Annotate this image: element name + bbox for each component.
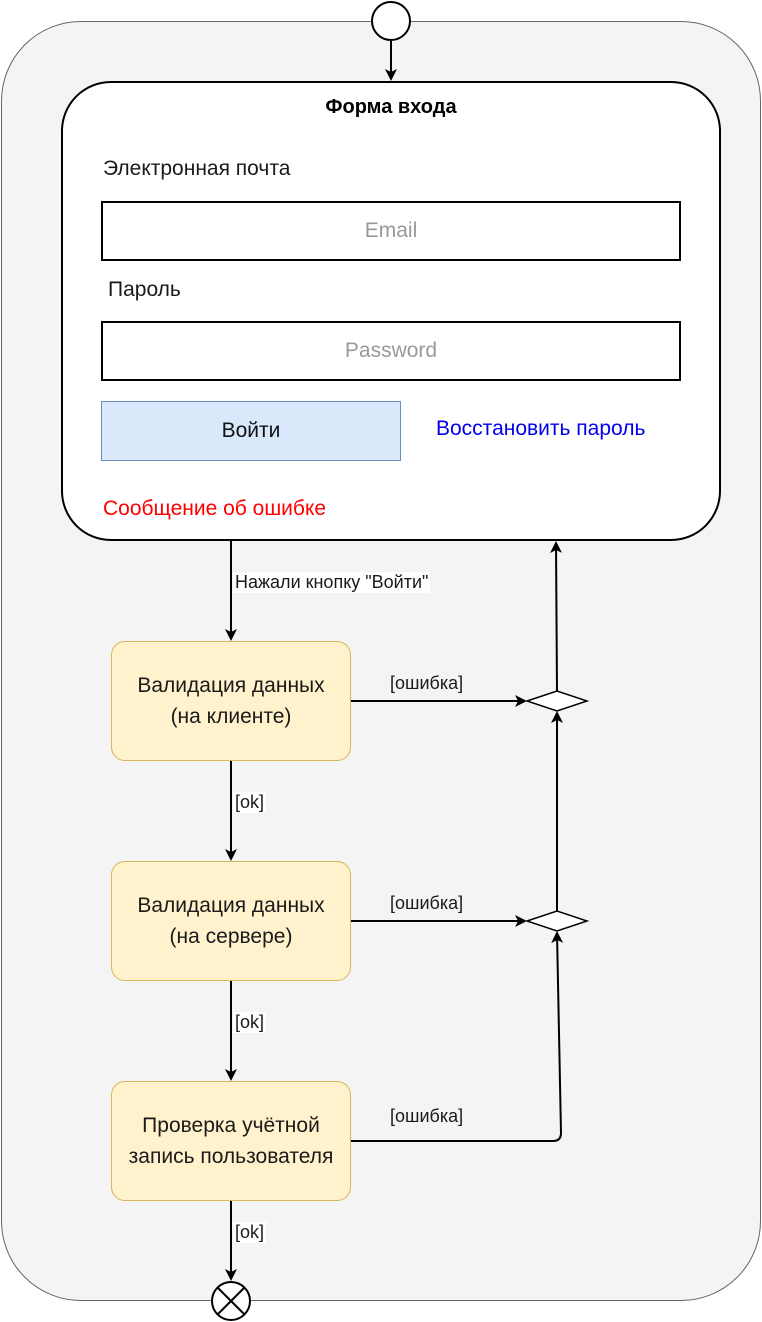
edge-label-error-2: [ошибка] bbox=[390, 893, 464, 913]
login-button[interactable]: Войти bbox=[101, 401, 401, 461]
email-field[interactable] bbox=[101, 201, 681, 261]
edge-account-error bbox=[351, 931, 564, 1142]
step-client-validation: Валидация данных (на клиенте) bbox=[111, 641, 351, 761]
error-message: Сообщение об ошибке bbox=[103, 497, 327, 520]
restore-password-link[interactable]: Восстановить пароль bbox=[436, 417, 646, 440]
edge-label-ok-1: [ok] bbox=[233, 792, 267, 813]
edge-label-ok-2: [ok] bbox=[233, 1012, 267, 1033]
password-label: Пароль bbox=[108, 278, 181, 301]
step-server-validation: Валидация данных (на сервере) bbox=[111, 861, 351, 981]
email-label: Электронная почта bbox=[103, 157, 291, 180]
edge-label-ok-3: [ok] bbox=[233, 1222, 267, 1243]
merge-node-1 bbox=[524, 690, 590, 712]
login-form bbox=[61, 81, 721, 541]
edge-label-pressed-login: Нажали кнопку "Войти" bbox=[233, 572, 431, 593]
initial-node bbox=[371, 1, 411, 41]
form-title: Форма входа bbox=[325, 96, 457, 118]
edge-label-error-1: [ошибка] bbox=[390, 673, 464, 693]
merge-node-2 bbox=[524, 910, 590, 932]
edge-merge1-to-form bbox=[550, 541, 563, 692]
step-account-check: Проверка учётной запись пользователя bbox=[111, 1081, 351, 1201]
edge-label-error-3: [ошибка] bbox=[390, 1106, 464, 1126]
password-field[interactable] bbox=[101, 321, 681, 381]
